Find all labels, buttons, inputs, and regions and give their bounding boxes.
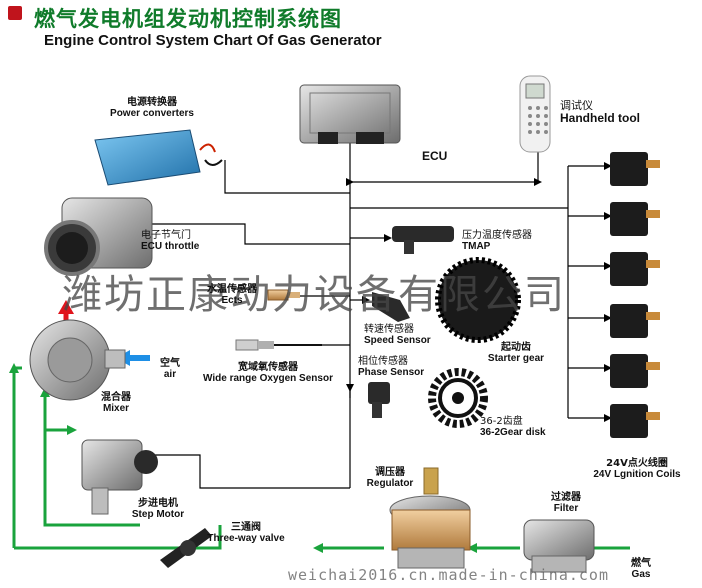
label-oxygen-sensor: 宽域氧传感器 Wide range Oxygen Sensor <box>203 362 333 384</box>
title-chinese: 燃气发电机组发动机控制系统图 <box>34 7 342 31</box>
handheld-tool-device <box>519 75 551 153</box>
phase-sensor <box>368 382 390 418</box>
throttle-wire <box>150 223 350 245</box>
mix-arrow-head <box>58 300 74 314</box>
label-gas: 燃气 Gas <box>631 558 651 580</box>
label-regulator: 调压器 Regulator <box>366 467 414 489</box>
label-three-way-valve: 三通阀 Three-way valve <box>207 522 285 544</box>
mixer-unit <box>29 319 126 401</box>
step-motor-unit <box>81 439 158 515</box>
ignition-coil-3 <box>610 252 660 286</box>
label-tmap: 压力温度传感器 TMAP <box>462 230 532 252</box>
gear-disk <box>428 368 488 428</box>
step-motor-wire <box>140 454 350 489</box>
ignition-coil-1 <box>610 152 660 186</box>
label-handheld-tool: 调试仪 Handheld tool <box>560 99 640 126</box>
title-english: Engine Control System Chart Of Gas Gener… <box>44 32 382 49</box>
label-ecu-throttle: 电子节气门 ECU throttle <box>141 230 200 252</box>
label-ecu: ECU <box>422 149 448 163</box>
label-gear-disk: 36-2齿盘 36-2Gear disk <box>480 416 546 438</box>
label-ects: 水温传感器 Ects <box>207 284 257 306</box>
starter-gear <box>435 257 521 343</box>
oxygen-sensor <box>235 339 322 351</box>
ignition-coil-2 <box>610 202 660 236</box>
source-url-watermark: weichai2016.cn.made-in-china.com <box>288 566 609 584</box>
label-step-motor: 步进电机 Step Motor <box>131 498 185 520</box>
label-speed-sensor: 转速传感器 Speed Sensor <box>364 324 431 346</box>
label-power-converters: 电源转换器 Power converters <box>110 97 194 119</box>
power-wire <box>224 160 350 194</box>
label-phase-sensor: 相位传感器 Phase Sensor <box>358 356 425 378</box>
regulator-unit <box>389 467 471 569</box>
title-marker <box>8 6 22 20</box>
power-converter-module <box>94 129 223 186</box>
throttle-body <box>44 197 153 276</box>
label-filter: 过滤器 Filter <box>551 492 581 514</box>
ignition-coil-4 <box>610 304 660 338</box>
label-ignition-coils: 24V点火线圈 24V Lgnition Coils <box>593 458 681 480</box>
label-mixer: 混合器 Mixer <box>101 392 131 414</box>
three-way-valve-unit <box>160 528 212 568</box>
ecu-module <box>299 84 401 144</box>
ects-sensor <box>267 289 300 301</box>
ignition-coil-6 <box>610 404 660 438</box>
tmap-sensor <box>392 226 454 254</box>
filter-unit <box>523 519 595 573</box>
label-starter-gear: 起动齿 Starter gear <box>487 342 545 364</box>
wiring <box>140 140 612 489</box>
label-air: 空气 air <box>160 358 180 380</box>
speed-sensor <box>372 292 410 322</box>
company-watermark: 潍坊正康动力设备有限公司 <box>62 272 566 318</box>
ignition-coil-5 <box>610 354 660 388</box>
